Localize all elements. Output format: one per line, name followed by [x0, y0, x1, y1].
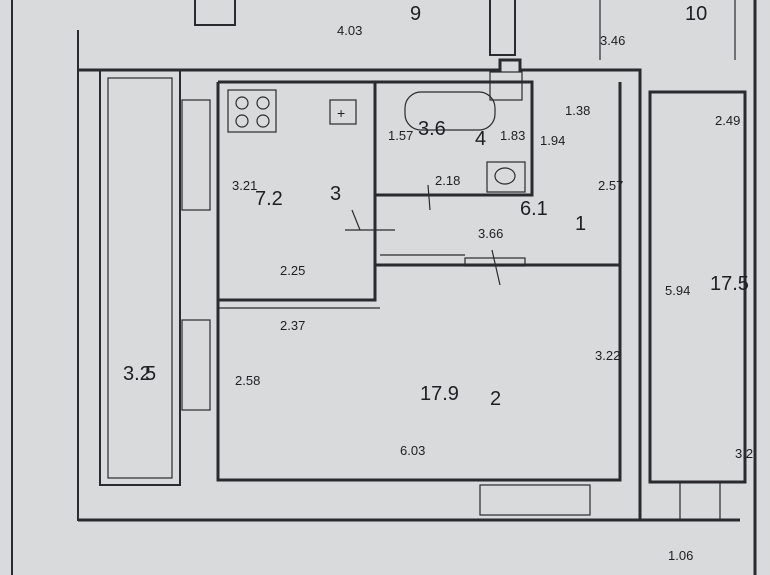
bath-width: 2.18 — [435, 173, 460, 188]
hall-side: 1.94 — [540, 133, 565, 148]
balcony-area: 3.2 — [123, 363, 151, 385]
kitchen-height: 3.21 — [232, 178, 257, 193]
right-room-width: 2.49 — [715, 113, 740, 128]
living-wall — [216, 265, 622, 482]
washbasin-icon — [489, 71, 523, 101]
stove-icon — [227, 89, 277, 133]
sink-icon — [329, 99, 357, 125]
window-kitchen — [181, 99, 211, 211]
dim-top-a: 4.03 — [337, 23, 362, 38]
room-10: 10 — [685, 3, 707, 25]
balcony-outline — [99, 69, 181, 486]
upper-room-wall-2 — [489, 0, 516, 56]
living-area: 17.9 — [420, 383, 459, 405]
door-tick — [427, 184, 431, 211]
living-top: 2.37 — [280, 318, 305, 333]
door-tick — [351, 209, 361, 231]
living-side: 2.58 — [235, 373, 260, 388]
sink-plus: + — [337, 105, 345, 121]
bathtub-icon — [404, 91, 496, 131]
toilet-icon — [486, 161, 526, 193]
bath-number: 4 — [475, 128, 486, 150]
right-room-window — [679, 481, 721, 521]
stove-burner — [235, 114, 249, 128]
stove-burner — [256, 114, 270, 128]
bath-area: 3.6 — [418, 118, 446, 140]
door-tick — [491, 249, 501, 286]
upper-room-wall — [194, 0, 236, 26]
bottom-window — [479, 484, 591, 516]
stove-burner — [235, 96, 249, 110]
dim-bottom-b: 1.06 — [668, 548, 693, 563]
main-outer-wall — [78, 58, 642, 520]
hall-door-right — [464, 257, 526, 267]
living-width: 6.03 — [400, 443, 425, 458]
bath-height: 1.57 — [388, 128, 413, 143]
bath-wall — [375, 80, 534, 197]
toilet-bowl — [494, 167, 516, 185]
kitchen-width: 2.25 — [280, 263, 305, 278]
kitchen-area: 7.2 — [255, 188, 283, 210]
window-living — [181, 319, 211, 411]
hall-width: 3.66 — [478, 226, 503, 241]
dim-top-b: 3.46 — [600, 33, 625, 48]
balcony-inner — [107, 77, 173, 479]
kitchen-number: 3 — [330, 183, 341, 205]
living-number: 2 — [490, 388, 501, 410]
dim-bottom-a: 3.2 — [735, 446, 753, 461]
kitchen-wall — [216, 80, 377, 302]
living-height: 3.22 — [595, 348, 620, 363]
bath-dim: 1.83 — [500, 128, 525, 143]
stove-burner — [256, 96, 270, 110]
hall-height: 2.57 — [598, 178, 623, 193]
right-room-area: 17.5 — [710, 273, 749, 295]
hall-area: 6.1 — [520, 198, 548, 220]
room-9: 9 — [410, 3, 421, 25]
right-room-height: 5.94 — [665, 283, 690, 298]
balcony-number: 5 — [145, 363, 156, 385]
hall-top: 1.38 — [565, 103, 590, 118]
hall-number: 1 — [575, 213, 586, 235]
